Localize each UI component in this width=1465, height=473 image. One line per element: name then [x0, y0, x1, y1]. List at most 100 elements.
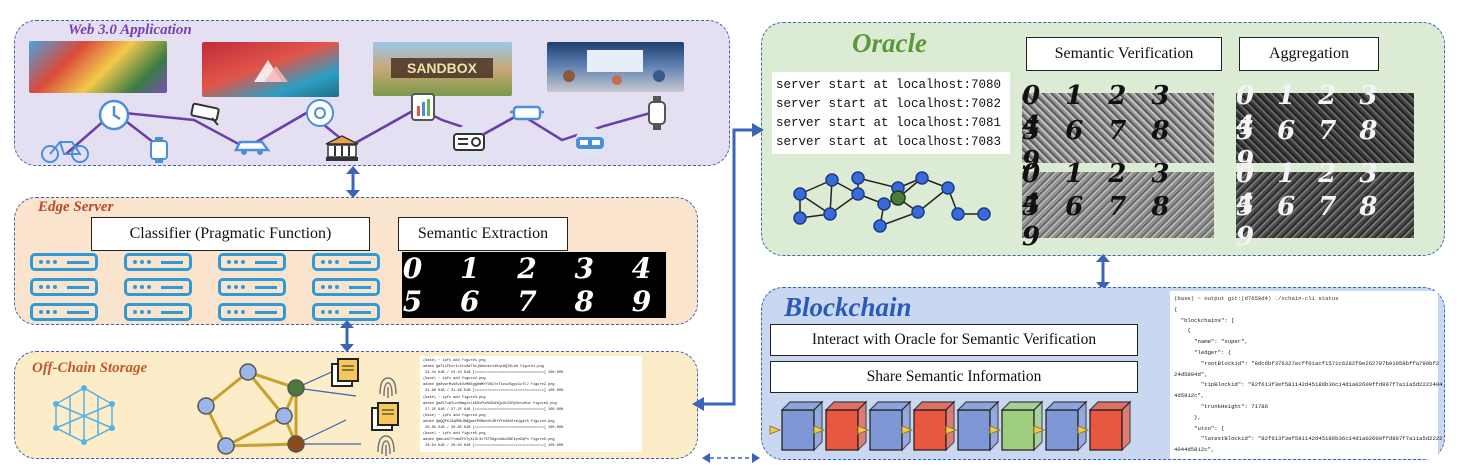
chain-link-arrow	[1077, 425, 1090, 435]
ipfs-log-line: added QmeLmuT7rmbZfVTyXLSr3t7STSUgnuGbzS…	[423, 438, 555, 443]
document-icon	[330, 358, 360, 393]
document-icon	[370, 402, 400, 437]
fingerprint-icon	[376, 374, 400, 405]
ipfs-log-line: (base) ~ ipfs add figure5.png	[423, 432, 486, 437]
off-chain-storage-title: Off-Chain Storage	[32, 360, 148, 376]
ipfs-log-line: added QmZ5TvAYLnd6mg1cLkKSvPuHoSXdXQu3t2…	[423, 401, 557, 406]
block-chain-graphic	[769, 400, 1132, 452]
chain-block	[1088, 400, 1132, 452]
server-log-line: server start at localhost:7082	[776, 97, 1002, 111]
robot-vacuum-icon	[304, 98, 336, 133]
cli-log-line: 24d5804d",	[1174, 370, 1208, 378]
digits-row: 5 6 7 8 9	[1022, 191, 1178, 252]
digits-row: 0 1 2 3 4	[402, 252, 666, 285]
svg-text:SANDBOX: SANDBOX	[407, 60, 478, 76]
cli-log-line: {	[1174, 305, 1178, 313]
metaverse-screenshot	[547, 42, 684, 92]
chain-link-arrow	[813, 425, 826, 435]
blockchain-title: Blockchain	[784, 292, 912, 322]
ipfs-log-line: (base) ~ ipfs add figure3.png	[423, 395, 486, 400]
oracle-server-log: server start at localhost:7080 server st…	[772, 72, 1010, 154]
chain-block	[780, 400, 824, 452]
wearable-icon	[646, 96, 668, 135]
aggregated-digits-image: 0 1 2 3 4 5 6 7 8 9	[1236, 81, 1414, 176]
vr-glasses-icon	[510, 100, 544, 131]
digits-row: 0 1 2 3 4	[1022, 158, 1178, 219]
radio-icon	[446, 124, 492, 165]
digits-row: 5 6 7 8 9	[1236, 191, 1385, 252]
cli-log-line: 4044d5812c",	[1174, 446, 1215, 454]
server-log-line: server start at localhost:7083	[776, 135, 1002, 149]
noisy-digits-image: 0 1 2 3 4 5 6 7 8 9	[1022, 81, 1214, 176]
xchain-cli-terminal: (base) ~ output git:(d7659d4) ./xchain-c…	[1170, 291, 1443, 459]
network-globe-icon	[48, 384, 120, 451]
clock-icon	[97, 98, 131, 137]
game-screenshot-2	[202, 42, 339, 97]
ipfs-log-line: 27.25 KiB / 27.25 KiB [=================…	[423, 407, 564, 412]
ipfs-log-line: 24.44 KiB / 24.44 KiB [=================…	[423, 371, 564, 376]
aggregated-digits-image: 0 1 2 3 4 5 6 7 8 9	[1236, 158, 1414, 252]
interact-oracle-box: Interact with Oracle for Semantic Verifi…	[770, 324, 1138, 356]
server-rack-icon	[124, 253, 192, 321]
server-log-line: server start at localhost:7081	[776, 116, 1002, 130]
ipfs-log-line: added QmXvwrMid8vkVzM8Egg8mMrYV9CYcTkzuz…	[423, 383, 555, 388]
cli-log-line: "tipBlockid": "82f613f3ef581142d45186b36…	[1174, 381, 1443, 389]
extracted-digits-image: 0 1 2 3 4 5 6 7 8 9	[402, 252, 666, 318]
cli-log-line: "utxo": {	[1174, 424, 1225, 432]
chain-link-arrow	[989, 425, 1002, 435]
tablet-chart-icon	[410, 92, 436, 127]
cli-log-line: "rootBlockid": "8dc6bf376327ecff01acf157…	[1174, 359, 1440, 367]
ipfs-log-line: added QmQQPXJ3qRMAJNNQmeCPKBbhVt3RYVfoSX…	[423, 419, 555, 424]
ipfs-log-line: (base) ~ ipfs add figure1.png	[423, 359, 486, 363]
cli-log-line: "ledger": {	[1174, 348, 1232, 356]
noisy-digits-image: 0 1 2 3 4 5 6 7 8 9	[1022, 158, 1214, 252]
aggregation-box: Aggregation	[1239, 37, 1379, 71]
cli-log-line: (base) ~ output git:(d7659d4) ./xchain-c…	[1174, 295, 1339, 302]
digits-row: 5 6 7 8 9	[402, 285, 666, 318]
chain-block	[1000, 400, 1044, 452]
web3-application-title: Web 3.0 Application	[68, 22, 192, 38]
cli-log-line: "trunkHeight": 71786	[1174, 402, 1268, 410]
vr-headset-icon	[570, 126, 610, 163]
arrow-oracle-blockchain	[1096, 254, 1110, 290]
digits-row: 0 1 2 3 4	[1236, 158, 1385, 219]
cli-log-line: },	[1174, 413, 1201, 421]
server-rack-icon	[312, 253, 380, 321]
connector-arrows	[692, 123, 764, 463]
semantic-verification-box: Semantic Verification	[1026, 37, 1222, 71]
digits-row: 5 6 7 8 9	[1022, 115, 1178, 176]
chain-link-arrow	[857, 425, 870, 435]
fingerprint-icon	[374, 432, 398, 463]
chain-block	[1044, 400, 1088, 452]
ipfs-log-line: (base) ~ ipfs add figure2.png	[423, 377, 486, 382]
chain-link-arrow	[769, 425, 782, 435]
chain-block	[824, 400, 868, 452]
oracle-title: Oracle	[852, 28, 927, 58]
chain-block	[912, 400, 956, 452]
server-rack-icon	[218, 253, 286, 321]
chain-link-arrow	[945, 425, 958, 435]
storage-network-graph	[197, 363, 361, 455]
oracle-network-graph	[793, 171, 991, 233]
bank-icon	[324, 134, 360, 167]
ipfs-log-line: 30.85 KiB / 30.85 KiB [=================…	[423, 426, 564, 431]
ipfs-terminal-log: (base) ~ ipfs add figure1.png added QmT1i…	[420, 356, 642, 452]
chain-link-arrow	[1033, 425, 1046, 435]
smartwatch-icon	[146, 137, 172, 168]
ipfs-log-line: (base) ~ ipfs add figure4.png	[423, 413, 486, 418]
camera-icon	[190, 100, 224, 131]
game-screenshot-1	[29, 41, 167, 93]
arrow-edge-offchain	[340, 320, 354, 352]
share-semantic-box: Share Semantic Information	[770, 361, 1138, 393]
ipfs-log-line: added QmT1iFEzrtL2tsGaTSvj9ebnevJ4Kqx8QY…	[423, 365, 544, 370]
edge-server-title: Edge Server	[38, 199, 114, 215]
ipfs-log-line: 31.96 KiB / 31.96 KiB [=================…	[423, 389, 564, 394]
bicycle-icon	[40, 138, 92, 169]
cli-log-line: "latestBlockid": "82f613f3ef581142d45186…	[1174, 435, 1443, 443]
chain-block	[868, 400, 912, 452]
cli-log-line: 4d5812c",	[1174, 392, 1205, 400]
semantic-extraction-box: Semantic Extraction	[398, 217, 568, 251]
chain-block	[956, 400, 1000, 452]
ipfs-log-line: 26.04 KiB / 26.04 KiB [=================…	[423, 444, 564, 449]
server-log-line: server start at localhost:7080	[776, 78, 1002, 92]
